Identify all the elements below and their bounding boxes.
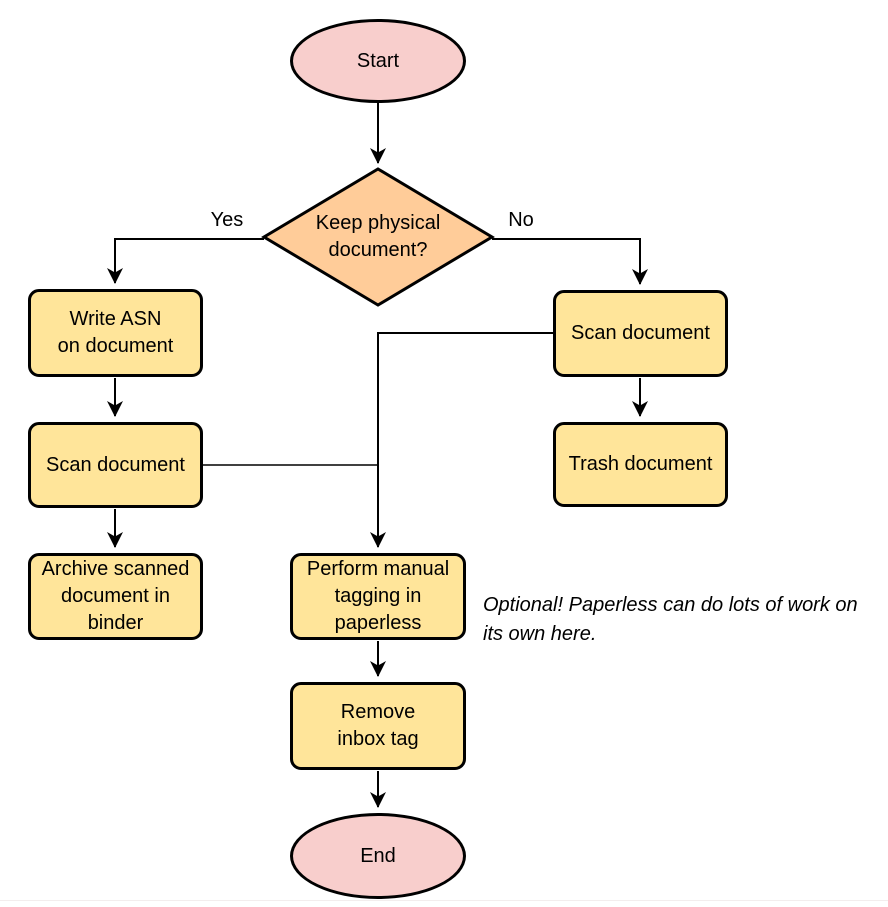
process-label: Scan document — [46, 453, 185, 476]
process-label: Write ASN on document — [57, 308, 174, 357]
start-node: Start — [290, 19, 466, 103]
process-archive-scanned-document: Archive scanned document in binder — [28, 553, 203, 640]
process-label: Scan document — [571, 322, 710, 344]
edge-yes-to-write-asn — [107, 238, 264, 284]
process-label: Remove inbox tag — [337, 701, 419, 750]
edge-no-to-scan-document — [492, 238, 648, 285]
process-scan-document-right: Scan document — [553, 290, 728, 377]
decision-label: Keep physical document? — [315, 212, 441, 261]
process-label: Archive scanned document in binder — [41, 558, 190, 634]
decision-diamond-shape — [261, 167, 495, 307]
process-remove-inbox-tag: Remove inbox tag — [290, 682, 466, 770]
optional-note: Optional! Paperless can do lots of work … — [483, 594, 858, 645]
process-scan-document-left: Scan document — [28, 422, 203, 508]
process-label: Perform manual tagging in paperless — [306, 558, 450, 634]
no-branch-label: No — [508, 209, 534, 231]
process-trash-document: Trash document — [553, 422, 728, 507]
decision-keep-physical-document: Keep physical document? — [276, 210, 480, 264]
end-node-label: End — [360, 844, 396, 867]
process-write-asn-on-document: Write ASN on document — [28, 289, 203, 377]
start-node-label: Start — [356, 49, 400, 72]
process-manual-tagging: Perform manual tagging in paperless — [290, 553, 466, 640]
yes-branch-label: Yes — [210, 209, 244, 231]
end-node: End — [290, 813, 466, 899]
edge-scan-right-to-manual-tagging — [370, 332, 553, 548]
page-bottom-divider — [0, 900, 888, 901]
process-label: Trash document — [568, 453, 713, 475]
